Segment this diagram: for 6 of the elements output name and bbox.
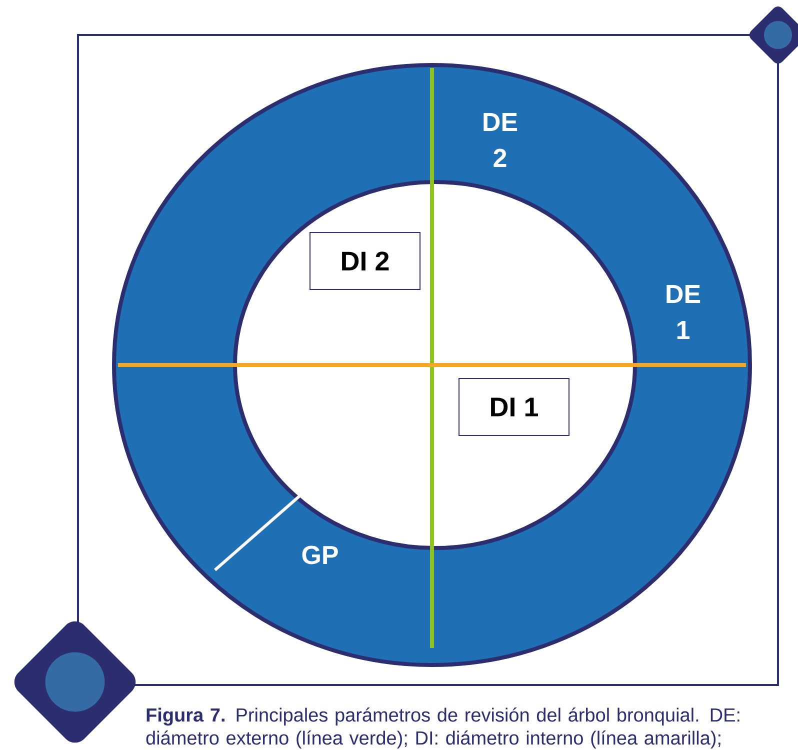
label-box: DI 2 [310,232,420,290]
ring-label: DE 2 [484,113,518,167]
ring-label: GP [302,546,338,564]
caption: Figura 7. Principales parámetros de revisión del árbol bronquial. DE: diámetro externo (línea verde); DI: diámetro interno (línea amarilla); [146,708,740,748]
ring-label: DE 1 [666,285,700,339]
label-box: DI 1 [458,378,570,436]
